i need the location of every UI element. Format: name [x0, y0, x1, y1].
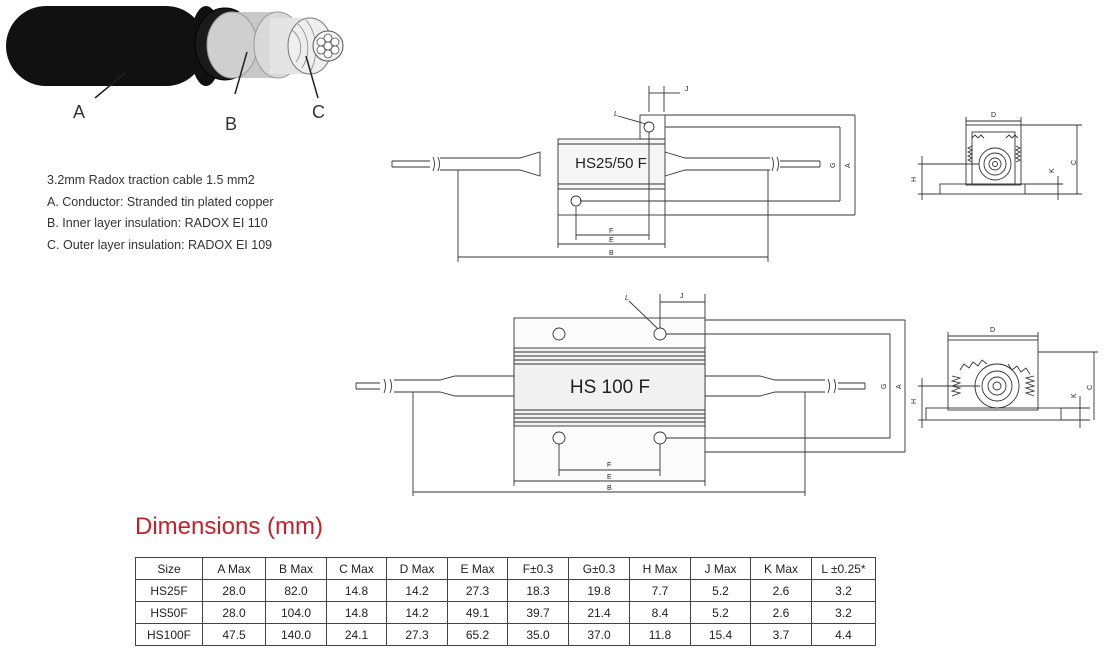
hs25-50-end-view: [918, 117, 1082, 200]
table-cell: 5.2: [690, 601, 751, 624]
hs100-side-view: [355, 294, 906, 496]
svg-text:C: C: [1087, 385, 1094, 390]
hs25-50-body-label: HS25/50 F: [575, 155, 647, 172]
svg-text:A: A: [845, 163, 852, 168]
table-cell: 24.1: [326, 623, 387, 646]
table-cell: 14.2: [386, 601, 448, 624]
table-cell: HS50F: [135, 601, 203, 624]
hs100-body-label: HS 100 F: [570, 377, 650, 398]
svg-text:F: F: [609, 228, 613, 235]
table-header-row: Size A Max B Max C Max D Max E Max F±0.3…: [135, 557, 876, 580]
svg-text:J: J: [680, 293, 684, 300]
svg-text:B: B: [607, 485, 612, 492]
header-cell: C Max: [326, 557, 387, 580]
inner-insulation: [206, 11, 258, 79]
table-cell: 3.7: [750, 623, 812, 646]
svg-text:L: L: [625, 295, 629, 302]
svg-text:G: G: [881, 384, 888, 389]
hs25-50-side-view: [391, 86, 856, 262]
outer-insulation-line: C. Outer layer insulation: RADOX EI 109: [47, 237, 273, 252]
svg-text:K: K: [1071, 393, 1078, 398]
header-cell: D Max: [386, 557, 448, 580]
dimensions-table: Size A Max B Max C Max D Max E Max F±0.3…: [135, 557, 876, 646]
table-row: HS50F 28.0 104.0 14.8 14.2 49.1 39.7 21.…: [135, 601, 876, 624]
header-cell: H Max: [629, 557, 691, 580]
header-cell: K Max: [750, 557, 812, 580]
table-row: HS25F 28.0 82.0 14.8 14.2 27.3 18.3 19.8…: [135, 579, 876, 602]
table-cell: 14.8: [326, 601, 387, 624]
svg-text:L: L: [614, 111, 618, 118]
svg-text:E: E: [607, 474, 612, 481]
table-cell: 2.6: [750, 601, 812, 624]
table-cell: 28.0: [202, 601, 266, 624]
svg-text:K: K: [1049, 168, 1056, 173]
header-cell: E Max: [447, 557, 508, 580]
table-cell: 5.2: [690, 579, 751, 602]
table-cell: HS100F: [135, 623, 203, 646]
table-cell: 14.8: [326, 579, 387, 602]
table-cell: 140.0: [265, 623, 327, 646]
callout-c: A: [73, 102, 86, 122]
table-cell: 49.1: [447, 601, 508, 624]
header-cell: J Max: [690, 557, 751, 580]
table-cell: 15.4: [690, 623, 751, 646]
header-cell: A Max: [202, 557, 266, 580]
hs100-end-view: [918, 332, 1098, 428]
svg-text:H: H: [911, 177, 918, 182]
table-cell: 18.3: [507, 579, 569, 602]
table-cell: 21.4: [568, 601, 630, 624]
table-cell: 2.6: [750, 579, 812, 602]
table-cell: 8.4: [629, 601, 691, 624]
callout-b: B: [225, 114, 238, 134]
table-cell: 11.8: [629, 623, 691, 646]
hs25-50-end-letters: D H K C: [911, 112, 1078, 182]
conductor-line: A. Conductor: Stranded tin plated copper: [47, 194, 274, 209]
hs25-50-dimension-letters: J L F E B G A: [609, 86, 852, 257]
table-row: HS100F 47.5 140.0 24.1 27.3 65.2 35.0 37…: [135, 623, 876, 646]
hs100-dimension-letters: J L F E B G A: [607, 293, 903, 492]
svg-text:D: D: [990, 327, 995, 334]
table-cell: 35.0: [507, 623, 569, 646]
svg-text:E: E: [609, 237, 614, 244]
svg-text:H: H: [911, 399, 918, 404]
table-cell: 19.8: [568, 579, 630, 602]
cable-description: 3.2mm Radox traction cable 1.5 mm2 A. Co…: [47, 170, 274, 256]
svg-text:D: D: [991, 112, 996, 119]
header-cell: F±0.3: [507, 557, 569, 580]
svg-text:F: F: [607, 462, 611, 469]
table-cell: 39.7: [507, 601, 569, 624]
inner-insulation-line: B. Inner layer insulation: RADOX EI 110: [47, 216, 268, 230]
table-cell: 28.0: [202, 579, 266, 602]
table-cell: 7.7: [629, 579, 691, 602]
table-cell: 104.0: [265, 601, 327, 624]
callout-a: C: [312, 102, 325, 122]
svg-text:G: G: [830, 163, 837, 168]
header-cell: L ±0.25*: [811, 557, 876, 580]
table-cell: HS25F: [135, 579, 203, 602]
svg-text:J: J: [685, 86, 689, 93]
cable-spec-line: 3.2mm Radox traction cable 1.5 mm2: [47, 173, 255, 187]
table-cell: 82.0: [265, 579, 327, 602]
svg-text:B: B: [609, 250, 614, 257]
table-cell: 27.3: [386, 623, 448, 646]
header-cell: Size: [135, 557, 203, 580]
cable-illustration: [6, 6, 344, 99]
hs100-end-letters: D H K C: [911, 327, 1094, 404]
dimensions-title: Dimensions (mm): [135, 513, 324, 540]
table-cell: 4.4: [811, 623, 876, 646]
outer-insulation: [6, 6, 206, 86]
table-cell: 47.5: [202, 623, 266, 646]
svg-text:C: C: [1071, 160, 1078, 165]
table-cell: 3.2: [811, 579, 876, 602]
table-cell: 37.0: [568, 623, 630, 646]
header-cell: G±0.3: [568, 557, 630, 580]
table-cell: 27.3: [447, 579, 508, 602]
header-cell: B Max: [265, 557, 327, 580]
table-cell: 14.2: [386, 579, 448, 602]
table-cell: 3.2: [811, 601, 876, 624]
svg-text:A: A: [896, 384, 903, 389]
table-cell: 65.2: [447, 623, 508, 646]
